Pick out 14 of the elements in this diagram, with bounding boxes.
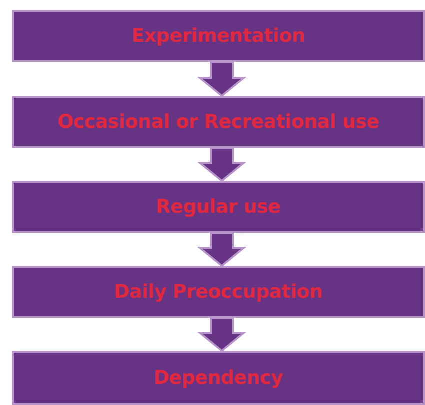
process-box xyxy=(12,96,425,148)
step-label: Occasional or Recreational use xyxy=(58,111,380,133)
step-label: Daily Preoccupation xyxy=(114,281,323,303)
down-arrow xyxy=(197,317,247,352)
process-box xyxy=(12,266,425,318)
down-arrow xyxy=(197,147,247,182)
step-label: Experimentation xyxy=(132,25,306,47)
step-label: Regular use xyxy=(156,196,281,218)
down-arrow xyxy=(197,232,247,268)
process-box xyxy=(12,181,425,233)
process-box xyxy=(12,10,425,62)
step-label: Dependency xyxy=(154,367,284,389)
down-arrow xyxy=(197,61,247,98)
process-box xyxy=(12,351,425,405)
